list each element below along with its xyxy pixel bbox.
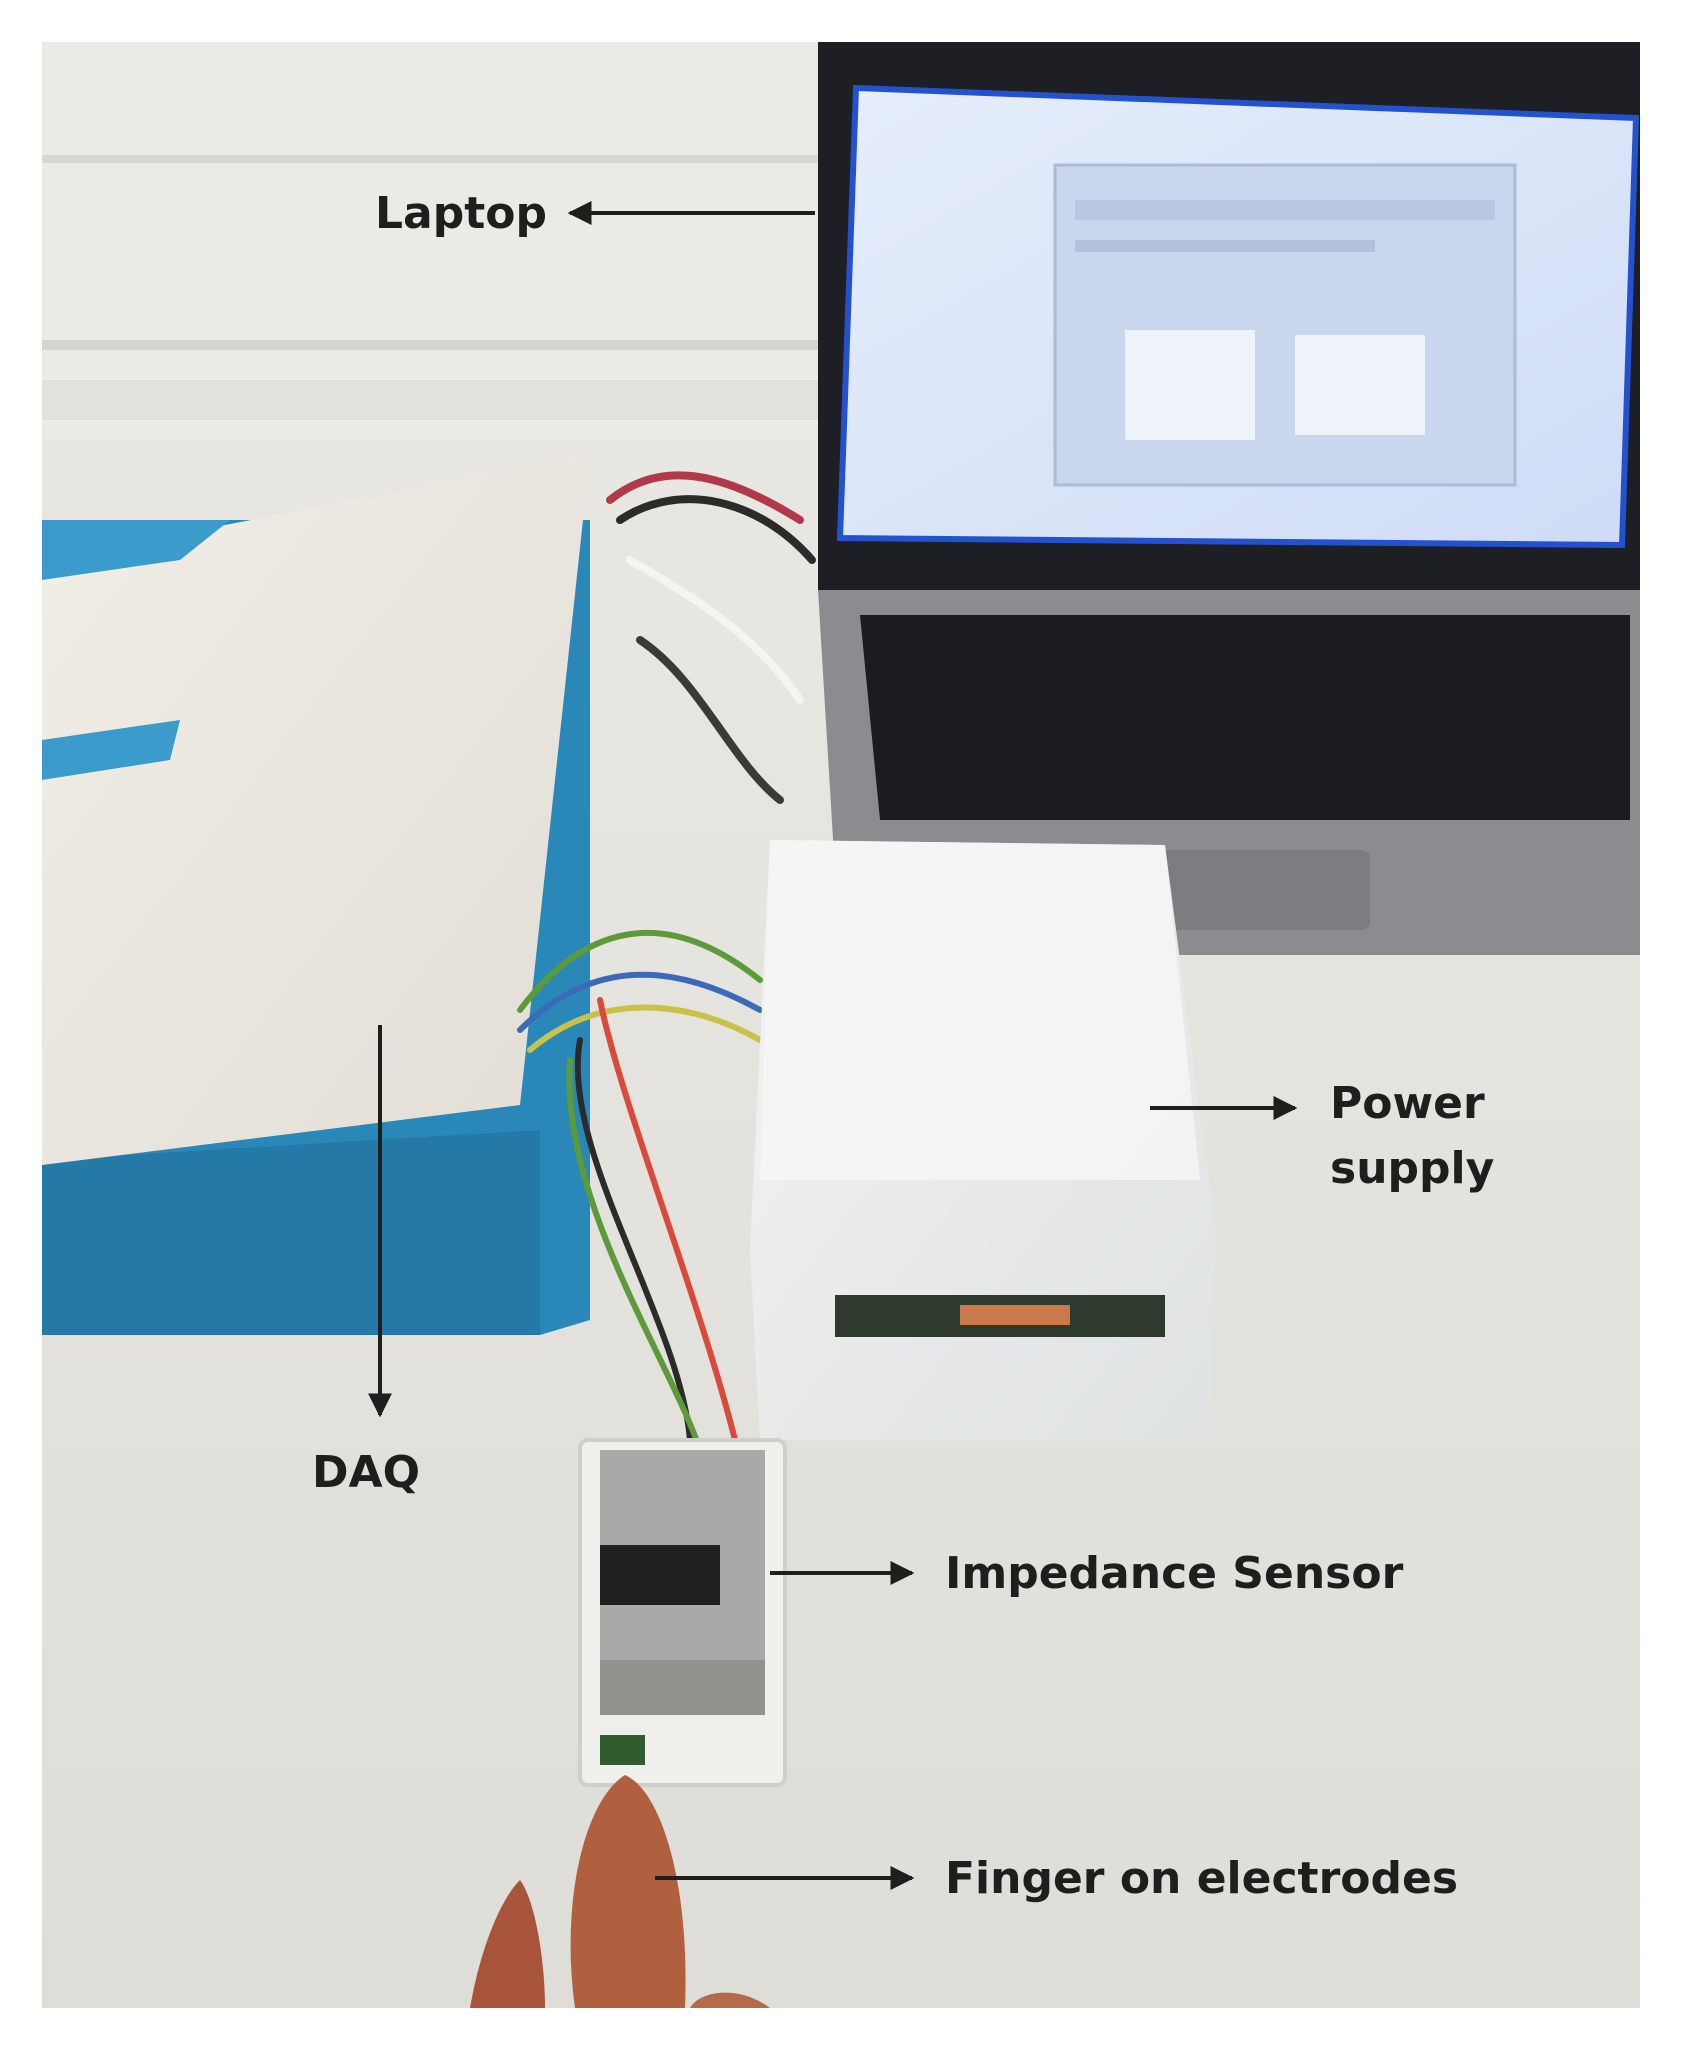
label-daq: DAQ [312, 1447, 420, 1498]
label-impedance-sensor: Impedance Sensor [945, 1548, 1404, 1599]
screen-plot-left [1125, 330, 1255, 440]
power-supply-box [750, 840, 1215, 1440]
cables [606, 471, 816, 804]
sensor-electrodes [600, 1735, 645, 1765]
label-laptop: Laptop [375, 188, 547, 239]
sensor-chip [600, 1545, 720, 1605]
finger [470, 1775, 770, 2008]
daq-lid [42, 455, 590, 1165]
impedance-sensor-device [578, 1438, 787, 1787]
screen-plot-right [1295, 335, 1425, 435]
label-finger: Finger on electrodes [945, 1853, 1458, 1904]
laptop [818, 42, 1640, 955]
laptop-keyboard [860, 615, 1630, 820]
label-supply: supply [1330, 1143, 1494, 1194]
label-power: Power [1330, 1078, 1485, 1129]
daq-wires [517, 930, 763, 1453]
annotation-arrows [368, 201, 1298, 1890]
daq-device [42, 455, 590, 1335]
annotation-labels: Laptop DAQ Power supply Impedance Sensor… [312, 188, 1494, 1904]
laptop-touchpad [1150, 850, 1370, 930]
photo [42, 42, 1640, 2008]
wall-shelf-lines [42, 155, 822, 163]
